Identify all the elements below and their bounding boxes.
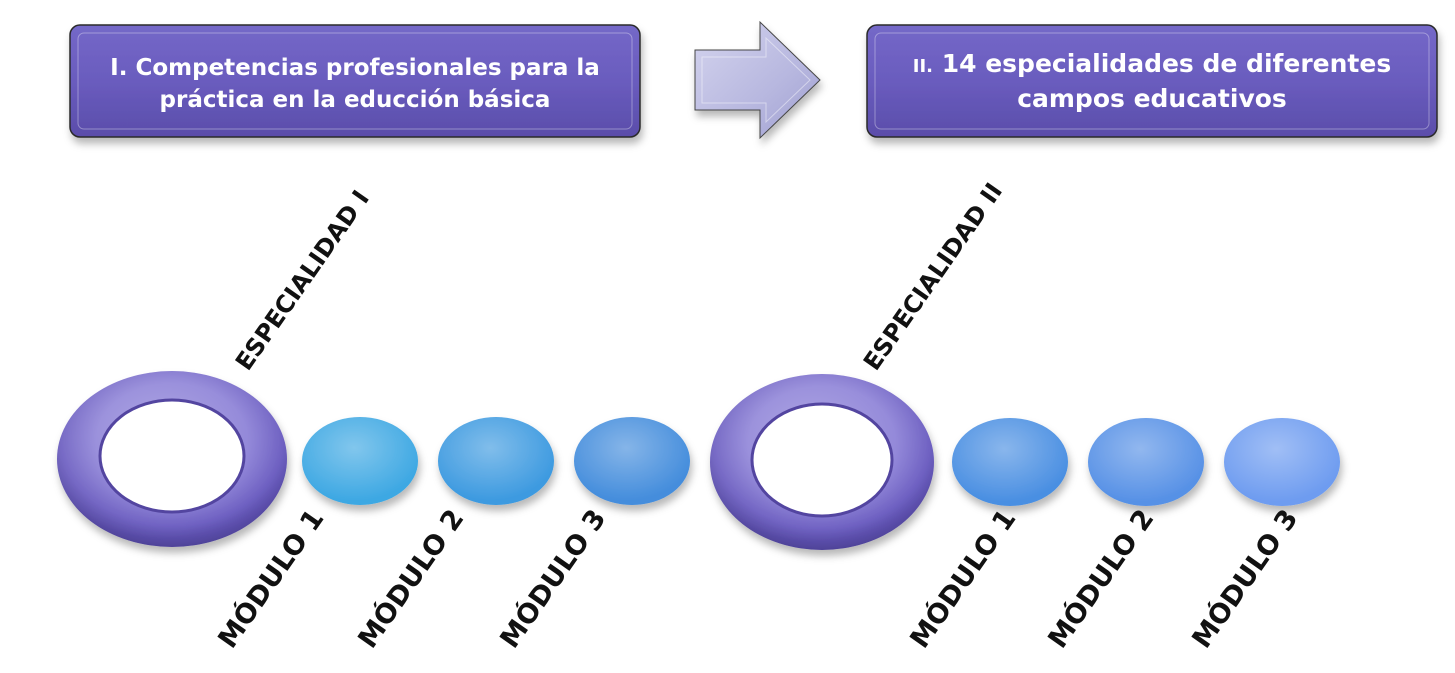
specialty-label: ESPECIALIDAD II — [858, 178, 1008, 376]
header-box-2: II. 14 especialidades de diferentes camp… — [866, 24, 1438, 138]
module-disc — [1088, 418, 1204, 506]
header-box-1-line-1: I. Competencias profesionales para la — [110, 55, 600, 81]
specialty-ring — [57, 371, 287, 547]
specialty-2: ESPECIALIDAD II MÓDULO 1 MÓDULO 2 MÓDULO… — [710, 178, 1340, 654]
header-box-2-prefix: II. — [913, 56, 933, 77]
module-disc — [302, 417, 418, 505]
header-box-2-line-1-text: 14 especialidades de diferentes — [942, 49, 1392, 78]
specialty-label: ESPECIALIDAD I — [230, 185, 375, 375]
specialty-ring — [710, 374, 934, 550]
module-label: MÓDULO 3 — [1186, 503, 1305, 654]
header-box-1-line-2: práctica en la educción básica — [160, 87, 551, 113]
module-label: MÓDULO 2 — [1042, 503, 1161, 654]
header-box-2-line-2: campos educativos — [1017, 84, 1287, 113]
module-disc — [952, 418, 1068, 506]
right-arrow-icon — [694, 20, 821, 140]
module-disc — [1224, 418, 1340, 506]
module-label: MÓDULO 2 — [352, 503, 471, 654]
module-disc — [438, 417, 554, 505]
module-disc — [574, 417, 690, 505]
specialty-1: ESPECIALIDAD I MÓDULO 1 MÓDULO 2 MÓDULO … — [57, 185, 690, 654]
module-label: MÓDULO 3 — [494, 503, 613, 654]
header-box-2-line-1: II. 14 especialidades de diferentes — [913, 49, 1391, 78]
header-box-1: I. Competencias profesionales para la pr… — [69, 24, 641, 138]
module-label: MÓDULO 1 — [904, 503, 1023, 654]
